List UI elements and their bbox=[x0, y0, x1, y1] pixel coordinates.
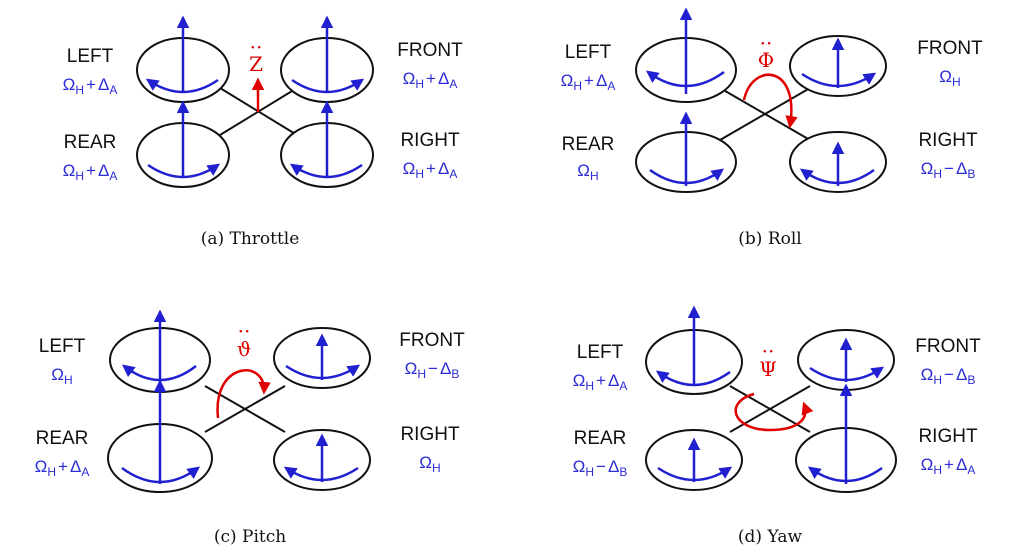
rotor-right-speed: ΩH bbox=[419, 453, 440, 475]
rotor-front-name: FRONT bbox=[915, 336, 981, 357]
rotor-rear-speed: ΩH+ΔA bbox=[35, 457, 90, 479]
rotor-right bbox=[795, 383, 897, 493]
accel-dots: ·· bbox=[760, 31, 773, 55]
accel-dots: ·· bbox=[762, 339, 775, 363]
rotor-right bbox=[273, 429, 371, 491]
rotor-right bbox=[280, 100, 374, 188]
rotor-right-name: RIGHT bbox=[400, 424, 460, 445]
rotor-front-name: FRONT bbox=[397, 40, 463, 61]
rotor-rear bbox=[635, 111, 737, 193]
accel-arrow: ·· ϑ bbox=[216, 319, 271, 419]
rotor-right-name: RIGHT bbox=[400, 130, 460, 151]
rotor-right-speed: ΩH+ΔA bbox=[921, 455, 976, 477]
rotor-rear-name: REAR bbox=[36, 428, 89, 449]
rotor-left-speed: ΩH bbox=[51, 365, 72, 387]
panel-roll: ·· Φ LEFT ΩH+ΔA FRONT ΩH REAR ΩH RIGHT Ω… bbox=[561, 7, 983, 249]
panel-pitch: ·· ϑ LEFT ΩH FRONT ΩH−ΔB REAR ΩH+ΔA RIGH… bbox=[35, 309, 465, 547]
rotor-front bbox=[280, 15, 374, 103]
rotor-front-speed: ΩH−ΔB bbox=[405, 359, 460, 381]
accel-arrow: ·· Z bbox=[249, 35, 265, 112]
rotor-left-name: LEFT bbox=[67, 46, 114, 67]
accel-symbol: Z bbox=[249, 52, 263, 76]
accel-dots: ·· bbox=[250, 35, 263, 59]
accel-symbol: Ψ bbox=[759, 357, 777, 381]
rotor-rear-name: REAR bbox=[562, 134, 615, 155]
rotor-left-speed: ΩH+ΔA bbox=[573, 371, 628, 393]
rotor-front bbox=[273, 327, 371, 389]
rotor-rear bbox=[136, 100, 230, 188]
rotor-front-speed: ΩH+ΔA bbox=[403, 69, 458, 91]
rotor-left-name: LEFT bbox=[565, 42, 612, 63]
rotor-right-speed: ΩH+ΔA bbox=[403, 159, 458, 181]
panel-yaw: ·· Ψ LEFT ΩH+ΔA FRONT ΩH−ΔB REAR ΩH−ΔB R… bbox=[573, 305, 981, 547]
frame-cross bbox=[719, 87, 811, 141]
rotor-right-speed: ΩH−ΔB bbox=[921, 159, 976, 181]
caption-throttle: (a) Throttle bbox=[201, 229, 300, 249]
rotor-left bbox=[635, 7, 737, 103]
rotor-front bbox=[797, 329, 895, 391]
rotor-rear-speed: ΩH+ΔA bbox=[63, 161, 118, 183]
rotor-front-name: FRONT bbox=[399, 330, 465, 351]
rotor-rear-speed: ΩH bbox=[577, 161, 598, 183]
panel-throttle: ·· Z LEFT ΩH+ΔA FRONT ΩH+ΔA REAR ΩH+ΔA R… bbox=[63, 15, 463, 249]
accel-arrow: ·· Φ bbox=[742, 31, 798, 129]
caption-roll: (b) Roll bbox=[738, 229, 801, 249]
accel-symbol: Φ bbox=[758, 48, 774, 72]
rotor-left-speed: ΩH+ΔA bbox=[63, 75, 118, 97]
accel-arrow: ·· Ψ bbox=[734, 339, 814, 432]
rotor-front bbox=[789, 35, 887, 97]
rotor-left-speed: ΩH+ΔA bbox=[561, 71, 616, 93]
rotor-front-speed: ΩH−ΔB bbox=[921, 365, 976, 387]
rotor-rear bbox=[107, 379, 213, 493]
caption-pitch: (c) Pitch bbox=[214, 527, 286, 547]
rotor-rear-name: REAR bbox=[574, 428, 627, 449]
rotor-right-name: RIGHT bbox=[918, 130, 978, 151]
rotor-left-name: LEFT bbox=[577, 342, 624, 363]
accel-dots: ·· bbox=[238, 319, 251, 343]
rotor-right-name: RIGHT bbox=[918, 426, 978, 447]
rotor-rear bbox=[645, 429, 743, 491]
accel-symbol: ϑ bbox=[237, 337, 251, 361]
rotor-left-name: LEFT bbox=[39, 336, 86, 357]
rotor-front-speed: ΩH bbox=[939, 67, 960, 89]
rotor-left bbox=[109, 309, 211, 393]
rotor-right bbox=[789, 131, 887, 193]
caption-yaw: (d) Yaw bbox=[738, 527, 803, 547]
rotor-left bbox=[136, 15, 230, 103]
rotor-rear-speed: ΩH−ΔB bbox=[573, 457, 628, 479]
rotor-rear-name: REAR bbox=[64, 132, 117, 153]
rotor-front-name: FRONT bbox=[917, 38, 983, 59]
rotor-left bbox=[645, 305, 743, 395]
